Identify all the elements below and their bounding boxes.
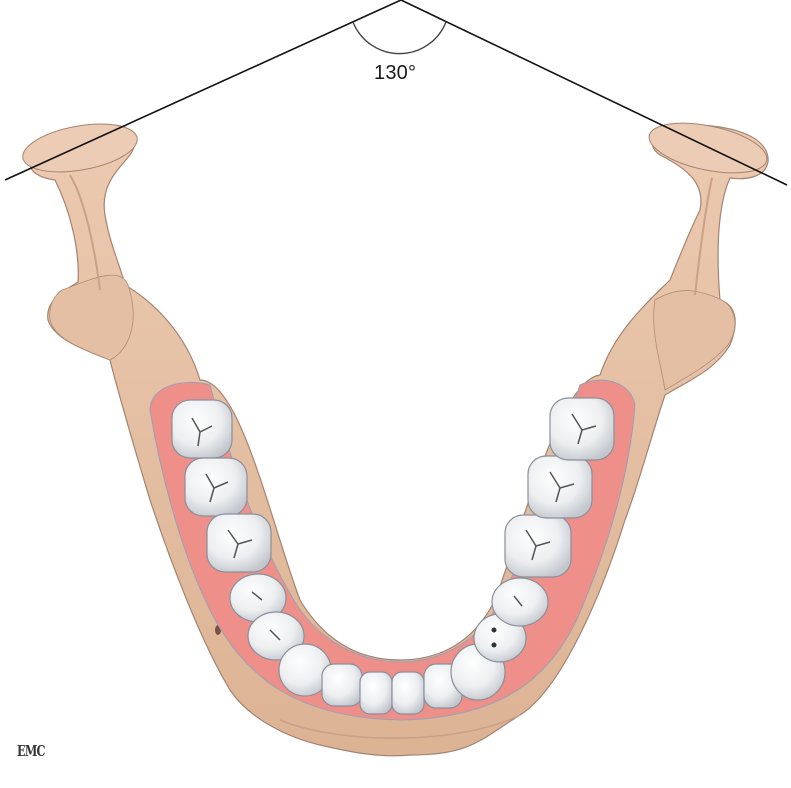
tooth-right-first-molar-b	[504, 514, 572, 578]
right-condylar-axis-line	[400, 0, 788, 186]
tooth-left-first-premolar	[247, 611, 305, 661]
artist-signature: EMC	[17, 742, 45, 760]
dental-arch	[171, 397, 615, 715]
tooth-left-central-incisor	[359, 671, 393, 715]
tooth-left-first-molar-b	[206, 513, 272, 573]
angle-indicator	[4, 0, 788, 186]
mandibular-body	[22, 122, 769, 757]
tooth-right-first-molar	[527, 455, 593, 519]
tooth-right-central-incisor	[391, 671, 425, 715]
tooth-right-second-molar	[549, 397, 615, 461]
left-condylar-axis-line	[4, 0, 402, 181]
tooth-left-first-molar	[184, 457, 248, 517]
right-coronoid-process	[653, 290, 736, 391]
tooth-left-second-molar	[171, 399, 233, 459]
angle-arc	[352, 21, 447, 55]
tooth-left-lateral-incisor	[321, 663, 363, 707]
angle-label: 130°	[374, 62, 417, 84]
left-coronoid-process	[49, 274, 134, 361]
left-condylar-process	[22, 123, 138, 173]
tooth-right-second-premolar	[491, 577, 549, 627]
